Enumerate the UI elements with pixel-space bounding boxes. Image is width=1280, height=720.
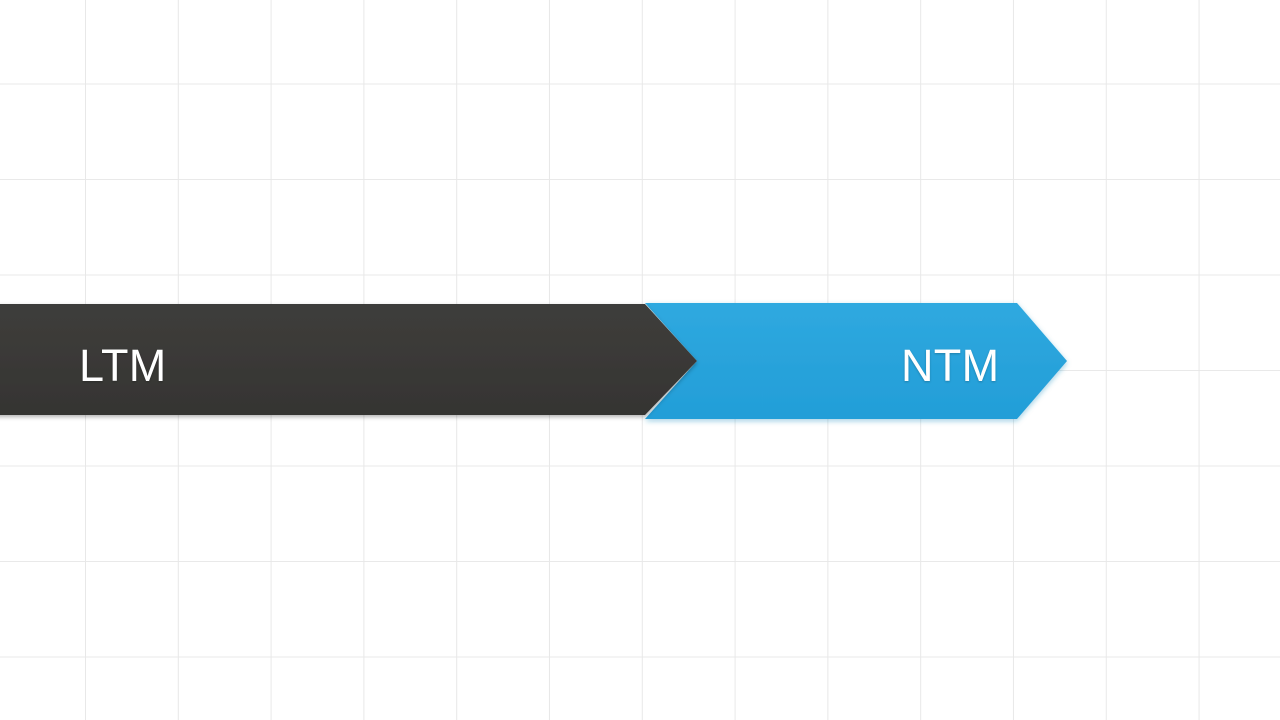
segment-shape-ntm[interactable] bbox=[645, 303, 1067, 419]
segment-shape-ltm[interactable] bbox=[0, 304, 697, 415]
segment-label-ntm: NTM bbox=[901, 340, 1000, 391]
segment-label-ltm: LTM bbox=[79, 340, 167, 391]
chevron-banner-svg bbox=[0, 303, 1067, 419]
chevron-process-banner bbox=[0, 288, 1280, 436]
